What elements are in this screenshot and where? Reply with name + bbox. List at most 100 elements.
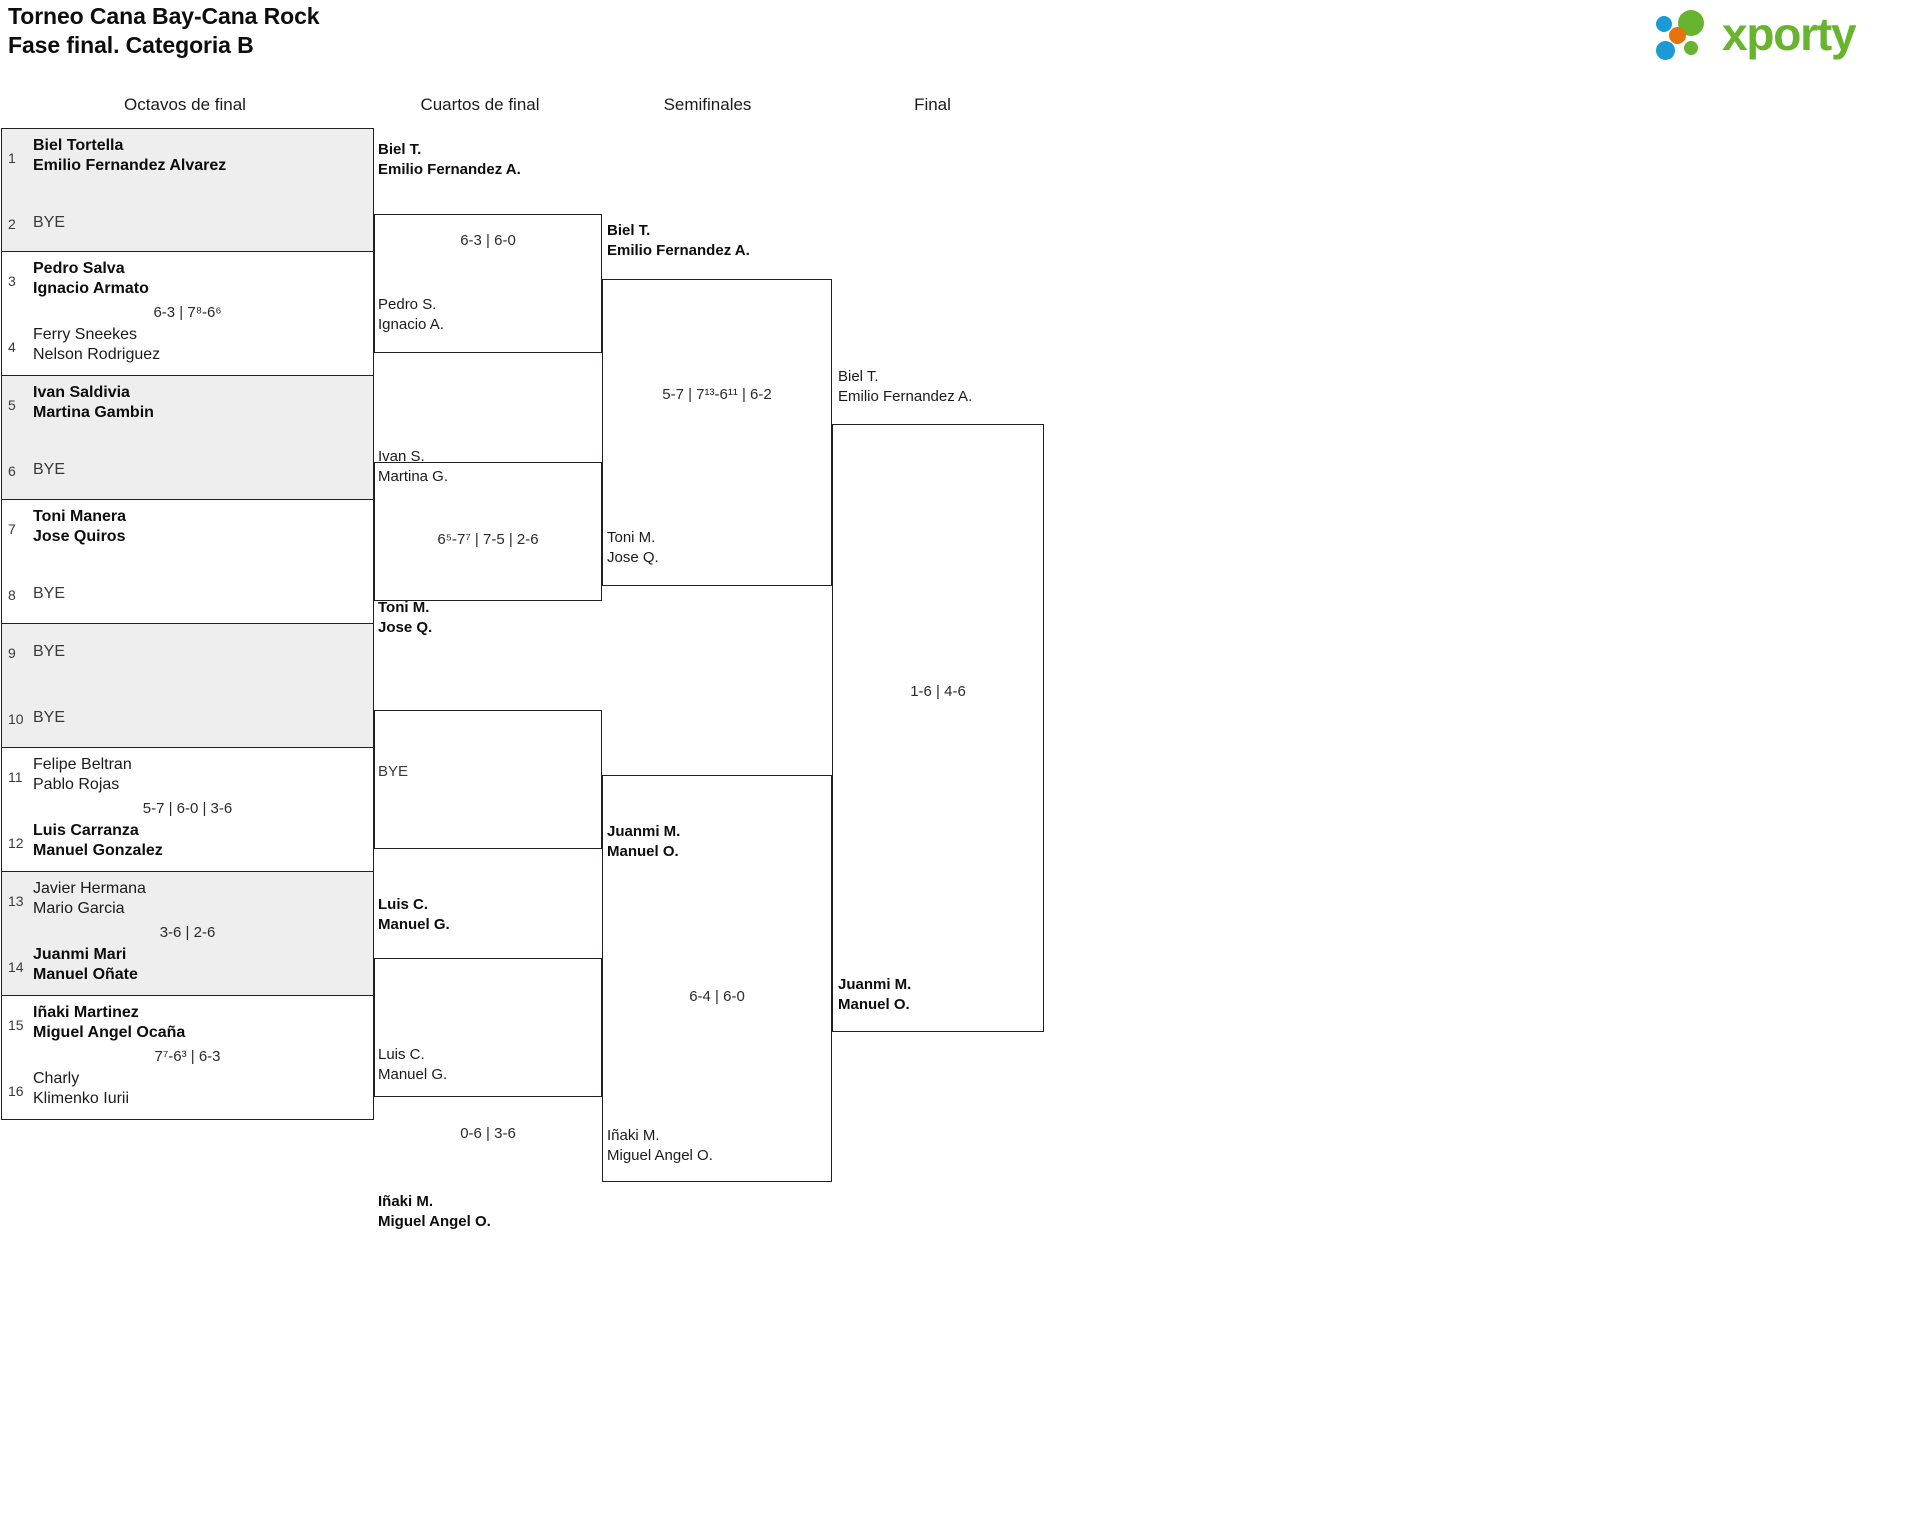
r1-match-3[interactable]: 5 Ivan Saldivia Martina Gambin 6 BYE xyxy=(1,376,374,500)
r2-slot-6[interactable]: Luis C. Manuel G. xyxy=(378,895,450,934)
r2-slot-3[interactable]: Ivan S. Martina G. xyxy=(378,447,448,486)
seed-number: 9 xyxy=(8,645,16,661)
r1-match-1-bottom: 2 BYE xyxy=(2,201,373,247)
player-names: Luis C. Manuel G. xyxy=(378,896,450,933)
seed-number: 10 xyxy=(8,711,24,727)
player-names: Pedro S. Ignacio A. xyxy=(378,296,444,333)
r1-match-4-bottom: 8 BYE xyxy=(2,572,373,618)
player-line-2: Emilio Fernandez A. xyxy=(378,160,521,178)
player-line-1: Toni Manera xyxy=(33,508,127,525)
r1-match-8-bottom: 16 Charly Klimenko Iurii xyxy=(2,1068,373,1114)
player-line-1: Charly xyxy=(33,1070,80,1087)
r3-match-2-score: 6-4 | 6-0 xyxy=(689,988,745,1005)
player-line-1: Iñaki M. xyxy=(607,1127,660,1144)
player-line-2: Miguel Angel Ocaña xyxy=(33,1024,186,1042)
r2-match-4-score: 0-6 | 3-6 xyxy=(460,1125,516,1142)
r3-slot-4[interactable]: Iñaki M. Miguel Angel O. xyxy=(607,1126,713,1165)
r1-match-6-bottom: 12 Luis Carranza Manuel Gonzalez xyxy=(2,820,373,866)
logo-dots-icon xyxy=(1656,10,1722,60)
player-line-1: Iñaki M. xyxy=(378,1193,434,1210)
player-line-2: Jose Q. xyxy=(378,618,433,636)
player-line-1: Felipe Beltran xyxy=(33,756,132,773)
player-line-2: Nelson Rodriguez xyxy=(33,346,161,364)
player-line-2: Pablo Rojas xyxy=(33,776,120,794)
player-line-2: Manuel Gonzalez xyxy=(33,842,163,860)
player-line-2: Miguel Angel O. xyxy=(378,1212,491,1230)
player-line-2: Emilio Fernandez Alvarez xyxy=(33,157,227,175)
player-names: Pedro Salva Ignacio Armato xyxy=(33,259,149,300)
player-line-2: Manuel G. xyxy=(378,1065,448,1083)
r1-match-7[interactable]: 13 Javier Hermana Mario Garcia 3-6 | 2-6… xyxy=(1,872,374,996)
r2-slot-4[interactable]: Toni M. Jose Q. xyxy=(378,598,432,637)
seed-number: 7 xyxy=(8,521,16,537)
r1-match-2[interactable]: 3 Pedro Salva Ignacio Armato 6-3 | 7⁸-6⁶… xyxy=(1,252,374,376)
seed-number: 14 xyxy=(8,959,24,975)
bye-label: BYE xyxy=(33,643,66,660)
bye-label: BYE xyxy=(33,214,66,231)
r2-slot-5[interactable]: BYE xyxy=(378,762,408,782)
seed-number: 6 xyxy=(8,463,16,479)
r3-slot-2[interactable]: Toni M. Jose Q. xyxy=(607,528,659,567)
player-names: Iñaki Martinez Miguel Angel Ocaña xyxy=(33,1003,185,1044)
player-names: Biel T. Emilio Fernandez A. xyxy=(378,141,521,178)
r3-slot-1[interactable]: Biel T. Emilio Fernandez A. xyxy=(607,221,750,260)
r4-slot-2[interactable]: Juanmi M. Manuel O. xyxy=(838,975,911,1014)
seed-number: 16 xyxy=(8,1083,24,1099)
r2-match-1-score: 6-3 | 6-0 xyxy=(460,232,516,249)
r1-match-1[interactable]: 1 Biel Tortella Emilio Fernandez Alvarez… xyxy=(1,128,374,252)
round-1-octavos: 1 Biel Tortella Emilio Fernandez Alvarez… xyxy=(1,128,374,1120)
r1-match-8[interactable]: 15 Iñaki Martinez Miguel Angel Ocaña 7⁷-… xyxy=(1,996,374,1120)
tournament-name: Torneo Cana Bay-Cana Rock xyxy=(8,3,320,29)
round-header-cuartos: Cuartos de final xyxy=(420,95,540,114)
player-line-1: Luis C. xyxy=(378,1046,425,1063)
r4-connector-1 xyxy=(832,424,1044,1032)
bye-label: BYE xyxy=(33,461,66,478)
r1-match-6[interactable]: 11 Felipe Beltran Pablo Rojas 5-7 | 6-0 … xyxy=(1,748,374,872)
r1-match-4[interactable]: 7 Toni Manera Jose Quiros 8 BYE xyxy=(1,500,374,624)
logo-wordmark: xporty xyxy=(1722,8,1857,60)
r3-connector-1 xyxy=(602,279,832,586)
r1-match-4-top: 7 Toni Manera Jose Quiros xyxy=(2,506,373,552)
r4-match-score: 1-6 | 4-6 xyxy=(910,683,966,700)
player-names: Toni M. Jose Q. xyxy=(378,599,432,636)
player-line-1: Biel T. xyxy=(378,141,422,158)
player-line-1: Biel T. xyxy=(838,368,879,385)
seed-number: 8 xyxy=(8,587,16,603)
player-names: Toni M. Jose Q. xyxy=(607,529,659,566)
r2-slot-8[interactable]: Iñaki M. Miguel Angel O. xyxy=(378,1192,491,1231)
player-line-1: Ivan S. xyxy=(378,448,425,465)
player-line-2: Jose Q. xyxy=(607,548,659,566)
player-names: Iñaki M. Miguel Angel O. xyxy=(607,1127,713,1164)
r2-slot-7[interactable]: Luis C. Manuel G. xyxy=(378,1045,447,1084)
round-header-final: Final xyxy=(914,95,951,114)
bye-label: BYE xyxy=(33,709,66,726)
player-line-2: Emilio Fernandez A. xyxy=(838,387,973,405)
seed-number: 4 xyxy=(8,339,16,355)
r1-match-2-top: 3 Pedro Salva Ignacio Armato xyxy=(2,258,373,304)
player-names: Biel T. Emilio Fernandez A. xyxy=(838,368,972,405)
player-line-1: Toni M. xyxy=(607,529,656,546)
r1-match-7-bottom: 14 Juanmi Mari Manuel Oñate xyxy=(2,944,373,990)
player-line-2: Klimenko Iurii xyxy=(33,1090,130,1108)
player-names: Ivan Saldivia Martina Gambin xyxy=(33,383,154,424)
r4-slot-1[interactable]: Biel T. Emilio Fernandez A. xyxy=(838,367,972,406)
seed-number: 12 xyxy=(8,835,24,851)
player-names: Juanmi Mari Manuel Oñate xyxy=(33,945,138,986)
player-line-1: Ivan Saldivia xyxy=(33,384,130,401)
seed-number: 2 xyxy=(8,216,16,232)
player-line-2: Manuel G. xyxy=(378,915,450,933)
r1-match-8-score: 7⁷-6³ | 6-3 xyxy=(154,1048,221,1065)
round-header-octavos: Octavos de final xyxy=(124,95,246,114)
player-names: Ivan S. Martina G. xyxy=(378,448,448,485)
r1-match-5-bottom: 10 BYE xyxy=(2,696,373,742)
r1-match-7-top: 13 Javier Hermana Mario Garcia xyxy=(2,878,373,924)
r3-slot-3[interactable]: Juanmi M. Manuel O. xyxy=(607,822,680,861)
r2-slot-1[interactable]: Biel T. Emilio Fernandez A. xyxy=(378,140,521,179)
r2-connector-1 xyxy=(374,214,602,353)
r1-match-5[interactable]: 9 BYE 10 BYE xyxy=(1,624,374,748)
player-line-1: Iñaki Martinez xyxy=(33,1004,139,1021)
r2-slot-2[interactable]: Pedro S. Ignacio A. xyxy=(378,295,444,334)
player-line-1: Luis Carranza xyxy=(33,822,139,839)
player-names: Iñaki M. Miguel Angel O. xyxy=(378,1193,491,1230)
